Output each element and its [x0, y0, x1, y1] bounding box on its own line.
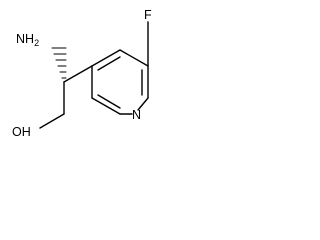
fluorine-label: F — [144, 8, 152, 22]
ring-bond-n-c2 — [137, 97, 149, 111]
chemical-structure-diagram: F N NH2 OH — [12, 8, 152, 139]
ring-bond-c4-c5 — [91, 49, 121, 67]
ring-nitrogen-label: N — [132, 108, 141, 122]
amine-label: NH2 — [16, 32, 39, 48]
bond-ch2-oxygen — [39, 113, 65, 129]
ring-double-bond-c2-c3 — [97, 94, 121, 109]
bond-ring-to-stereocenter — [63, 65, 93, 83]
pyridine-ring — [91, 49, 149, 115]
ring-bond-c5-c6 — [119, 49, 149, 67]
ring-double-bond-c4-c5 — [97, 56, 121, 71]
hashed-wedge-bond — [51, 47, 67, 79]
hydroxyl-label: OH — [12, 125, 31, 139]
ring-bond-c2-c3 — [91, 97, 121, 115]
